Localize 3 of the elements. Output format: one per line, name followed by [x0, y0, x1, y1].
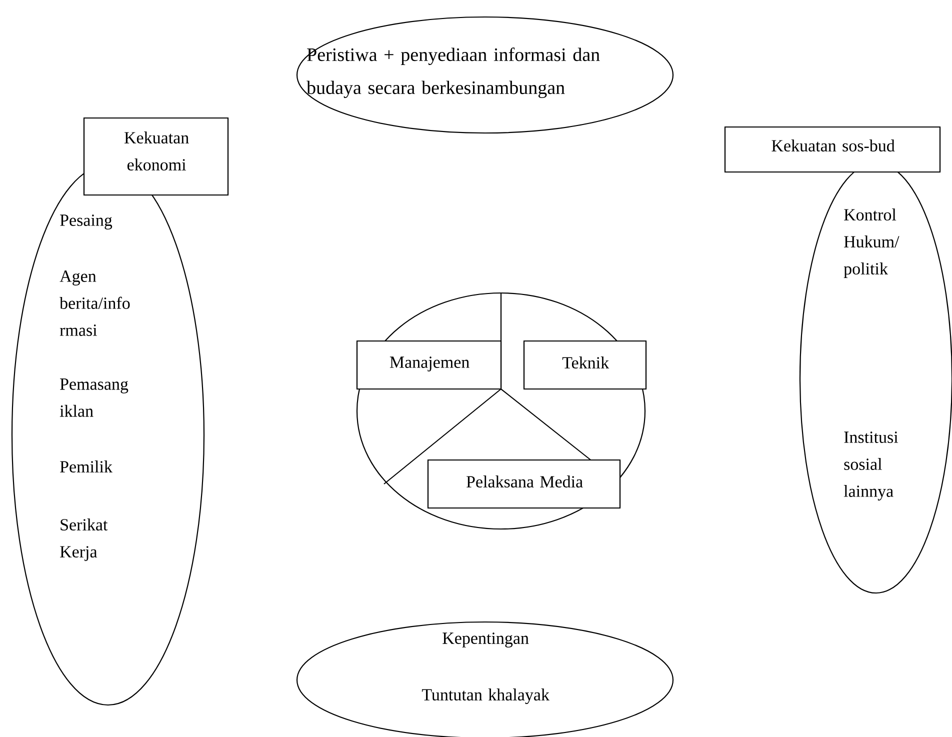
oval: Peristiwa + penyediaan informasi dan budaya secara berkesinambungan — [296, 16, 674, 134]
label-box: Kekuatan ekonomi — [83, 117, 229, 196]
label-box: Kekuatan sos-bud — [724, 126, 941, 173]
